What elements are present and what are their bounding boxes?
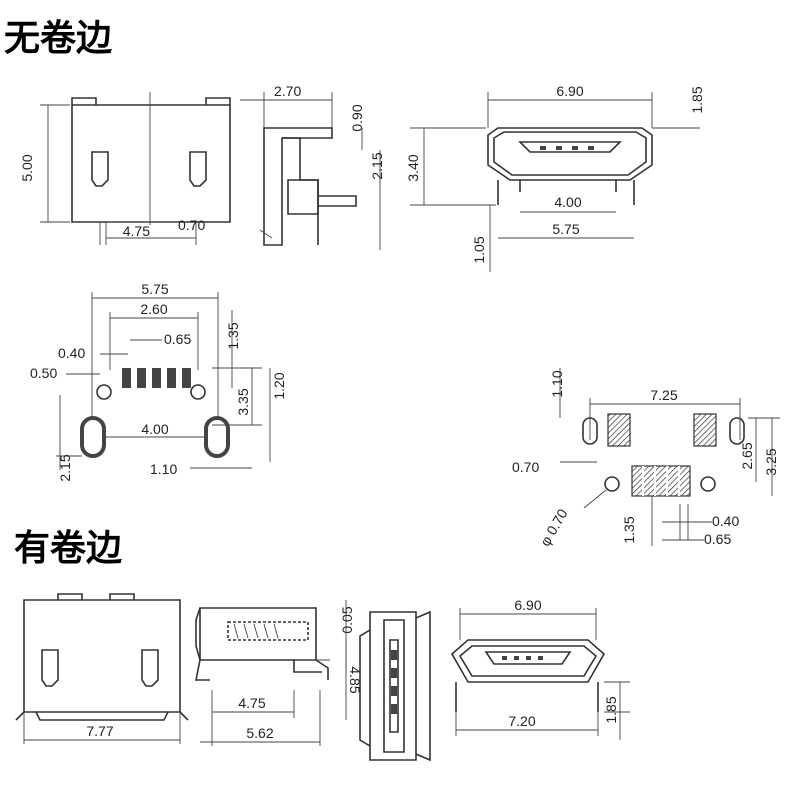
dim-fp-pitch: 0.65: [164, 331, 191, 347]
dim-b-face-width: 6.90: [514, 597, 541, 613]
dim-front-height: 5.00: [19, 154, 35, 181]
dim-side-d2: 2.15: [369, 152, 385, 179]
side-view-no-curl: 2.70 0.90 2.15: [240, 83, 385, 250]
dim-fp2-width: 7.25: [650, 387, 677, 403]
dim-fp2-h1: 2.65: [739, 442, 755, 469]
front-view-no-curl: 5.00 4.75 0.70: [19, 92, 231, 245]
dim-b-face-bottom: 7.20: [508, 713, 535, 729]
dim-face-bottom: 5.75: [552, 221, 579, 237]
end-view-with-curl: 4.85: [345, 610, 431, 762]
dim-fp-pad-w: 0.40: [58, 345, 85, 361]
dim-face-inner: 4.00: [554, 194, 581, 210]
dim-fp2-pad-h: 1.35: [621, 516, 637, 543]
dim-front-pitch: 4.75: [123, 223, 150, 239]
dim-fp-slot-w: 1.10: [150, 461, 177, 477]
dim-b-end-h: 4.85: [347, 666, 363, 693]
dim-face-height: 3.40: [405, 154, 421, 181]
dim-fp2-pad-w: 0.40: [712, 513, 739, 529]
dim-front-pin: 0.70: [178, 217, 205, 233]
section-title-no-curl: 无卷边: [4, 18, 112, 59]
face-view-with-curl: 6.90 7.20 1.85: [450, 597, 630, 740]
dim-side-width: 2.70: [274, 83, 301, 99]
side-view-with-curl: 0.05 4.75 5.62: [195, 600, 355, 746]
footprint-variant: 1.10 7.25 2.65 3.25 0.70 φ 0.70 1.35 0.4…: [512, 368, 780, 549]
dim-fp-total: 5.75: [141, 281, 168, 297]
dim-fp2-top: 1.10: [549, 370, 565, 397]
dim-b-side-d1: 0.05: [339, 606, 355, 633]
dim-fp-h2: 1.20: [271, 372, 287, 399]
dim-fp-slot-h: 2.15: [57, 454, 73, 481]
face-view-no-curl: 6.90 1.85 3.40 4.00 5.75 1.05: [405, 83, 705, 272]
footprint-no-curl: 5.75 2.60 0.65 0.40 0.50 1.35 3.35 1.20 …: [30, 281, 287, 482]
dim-b-side-w2: 5.62: [246, 725, 273, 741]
dim-face-width: 6.90: [556, 83, 583, 99]
dim-b-face-h: 1.85: [603, 696, 619, 723]
dim-face-pin: 1.05: [471, 236, 487, 263]
front-view-with-curl: 7.77: [15, 593, 189, 744]
dim-fp2-h2: 3.25: [763, 448, 779, 475]
dim-fp2-pitch: 0.65: [704, 531, 731, 547]
dim-fp-pad-h: 1.35: [225, 322, 241, 349]
dim-fp-span: 2.60: [140, 301, 167, 317]
section-title-with-curl: 有卷边: [14, 528, 122, 569]
dim-b-front-width: 7.77: [86, 723, 113, 739]
dim-fp-slot-span: 4.00: [141, 421, 168, 437]
dim-fp2-slot: 0.70: [512, 459, 539, 475]
dim-face-top: 1.85: [689, 86, 705, 113]
dim-side-d1: 0.90: [349, 104, 365, 131]
dim-fp-hole: 0.50: [30, 365, 57, 381]
dim-fp2-hole: φ 0.70: [537, 506, 571, 549]
dim-b-side-w1: 4.75: [238, 695, 265, 711]
dim-fp-h1: 3.35: [235, 388, 251, 415]
